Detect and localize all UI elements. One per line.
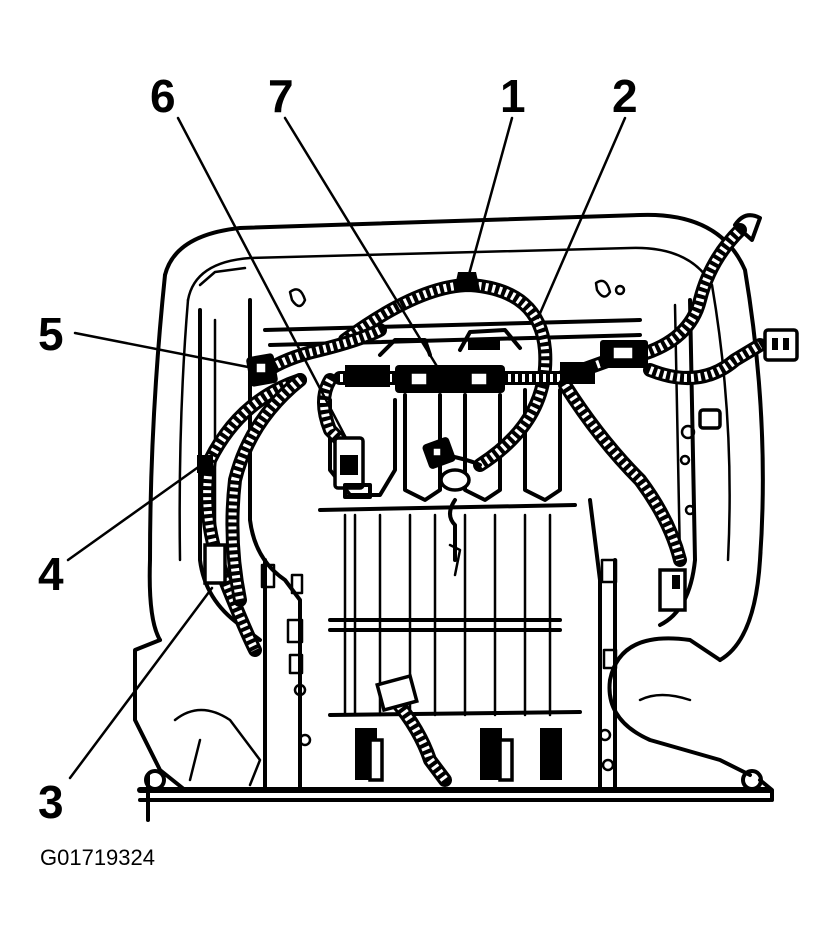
leader-5 <box>73 331 250 369</box>
figure-id: G01719324 <box>40 845 155 870</box>
leader-2 <box>536 116 627 320</box>
seat-springs <box>318 498 582 787</box>
callout-6: 6 <box>150 70 176 122</box>
callout-5: 5 <box>38 308 64 360</box>
leader-6 <box>176 116 348 440</box>
callout-labels: 1 2 3 4 5 6 7 <box>38 70 638 828</box>
leader-lines <box>66 116 627 780</box>
leader-4 <box>66 461 206 562</box>
connectors <box>197 213 799 612</box>
callout-1: 1 <box>500 70 526 122</box>
leader-3 <box>68 586 214 780</box>
callout-4: 4 <box>38 548 64 600</box>
callout-3: 3 <box>38 776 64 828</box>
leader-7 <box>283 116 440 370</box>
leader-1 <box>466 116 514 280</box>
callout-2: 2 <box>612 70 638 122</box>
callout-7: 7 <box>268 70 294 122</box>
